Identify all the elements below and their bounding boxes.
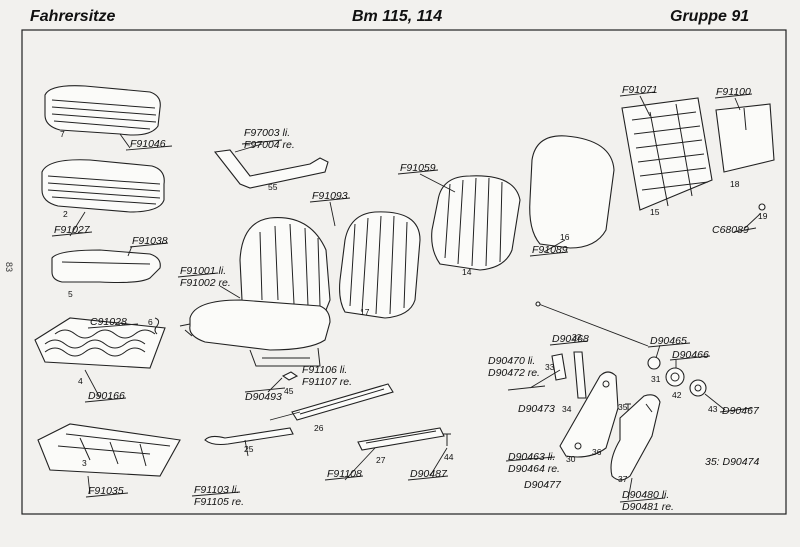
recliner-bracket-part-30 — [559, 371, 619, 458]
label-F91071: F91071 — [622, 84, 658, 96]
bolt-part-19 — [758, 203, 766, 211]
item-number-43: 43 — [708, 404, 718, 414]
item-number-25: 25 — [244, 444, 254, 454]
header-center: Bm 115, 114 — [352, 8, 443, 25]
leader-lines — [51, 91, 761, 503]
label-D90481: D90481 re. — [622, 501, 674, 513]
item-number-17: 17 — [360, 307, 370, 317]
bracket-part-33 — [551, 353, 567, 381]
back-panel-part-18 — [715, 103, 775, 173]
label-D90493: D90493 — [245, 391, 282, 403]
item-number-36: 36 — [592, 447, 602, 457]
recliner-cover-part-37 — [610, 394, 661, 481]
knob-part-31 — [647, 356, 661, 370]
label-C91028: C91028 — [90, 316, 127, 328]
label-F91100: F91100 — [716, 86, 751, 98]
label-D90477: D90477 — [524, 479, 562, 491]
label-F91046: F91046 — [130, 138, 166, 150]
label-D90468: D90468 — [552, 333, 589, 345]
page-number: 83 — [4, 262, 14, 272]
item-number-19: 19 — [758, 211, 768, 221]
label-D90463: D90463 li. — [508, 451, 555, 463]
label-D90467: D90467 — [722, 405, 760, 417]
label-F91106: F91106 li. — [302, 364, 347, 376]
item-number-35: 35 — [618, 402, 628, 412]
item-number-7: 7 — [60, 129, 65, 139]
label-D90466: D90466 — [672, 349, 709, 361]
item-number-31: 31 — [651, 374, 661, 384]
label-F91059: F91059 — [400, 162, 436, 174]
item-number-5: 5 — [68, 289, 73, 299]
label-D90472: D90472 re. — [488, 367, 540, 379]
pad-part-5 — [51, 249, 161, 284]
strip-part-34 — [573, 351, 587, 399]
label-D90473: D90473 — [518, 403, 555, 415]
item-number-6: 6 — [148, 317, 153, 327]
cushion-part-2 — [41, 159, 165, 213]
item-number-15: 15 — [650, 207, 660, 217]
item-number-18: 18 — [730, 179, 740, 189]
seat-rail-part-26 — [291, 383, 394, 421]
item-number-2: 2 — [63, 209, 68, 219]
label-F91002: F91002 re. — [180, 277, 231, 289]
label-F91038: F91038 — [132, 235, 168, 247]
backrest-shell-part-16 — [529, 135, 615, 249]
backrest-cover-part-17 — [339, 211, 421, 319]
item-number-14: 14 — [462, 267, 472, 277]
label-F97003: F97003 li. — [244, 127, 290, 139]
label-D90166: D90166 — [88, 390, 125, 402]
label-D90470: D90470 li. — [488, 355, 535, 367]
seat-pan-part-3 — [37, 423, 181, 477]
item-number-45: 45 — [284, 386, 294, 396]
item-number-42: 42 — [672, 390, 682, 400]
item-number-3: 3 — [82, 458, 87, 468]
label-F91027: F91027 — [54, 224, 91, 236]
item-number-4: 4 — [78, 376, 83, 386]
label-F91108: F91108 — [327, 468, 362, 480]
seat-cover-part-7 — [44, 85, 161, 136]
header-left: Fahrersitze — [30, 8, 116, 25]
item-number-32: 32 — [572, 332, 582, 342]
label-F91107: F91107 re. — [302, 376, 352, 388]
item-number-26: 26 — [314, 423, 324, 433]
diagram-border — [21, 29, 787, 515]
label-D90480: D90480 li. — [622, 489, 669, 501]
clip-part-6 — [154, 317, 160, 335]
backrest-cushion-part-14 — [431, 175, 521, 271]
item-number-34: 34 — [562, 404, 572, 414]
item-number-55: 55 — [268, 182, 278, 192]
label-D90465: D90465 — [650, 335, 687, 347]
item-number-44: 44 — [444, 452, 454, 462]
washer-part-43 — [689, 379, 707, 397]
label-F91001: F91001 li. — [180, 265, 226, 277]
bracket-part-55 — [213, 149, 329, 189]
item-number-16: 16 — [560, 232, 570, 242]
rod-part-32 — [535, 302, 649, 347]
complete-seat-assembly — [179, 217, 331, 367]
item-number-33: 33 — [545, 362, 555, 372]
item-number-27: 27 — [376, 455, 386, 465]
label-C68089: C68089 — [712, 224, 749, 236]
clip-part-45 — [281, 371, 299, 381]
backrest-frame-part-15 — [621, 97, 713, 211]
seat-rail-part-27 — [357, 427, 445, 451]
label-F91105: F91105 re. — [194, 496, 244, 508]
label-F91093: F91093 — [312, 190, 348, 202]
header-right: Gruppe 91 — [670, 8, 750, 25]
item-number-37: 37 — [618, 474, 628, 484]
lever-part-25 — [204, 427, 294, 446]
item-number-30: 30 — [566, 454, 576, 464]
label-F91089: F91089 — [532, 244, 568, 256]
spring-frame-part-4 — [34, 317, 166, 369]
knob-part-42 — [665, 367, 685, 387]
label-F97004: F97004 re. — [244, 139, 295, 151]
label-F91103: F91103 li. — [194, 484, 239, 496]
screw-part-44 — [443, 433, 451, 446]
label-D90487: D90487 — [410, 468, 448, 480]
rod-end-part-32 — [535, 301, 541, 307]
label-D90474: 35: D90474 — [705, 456, 759, 468]
label-F91035: F91035 — [88, 485, 124, 497]
label-D90464: D90464 re. — [508, 463, 560, 475]
